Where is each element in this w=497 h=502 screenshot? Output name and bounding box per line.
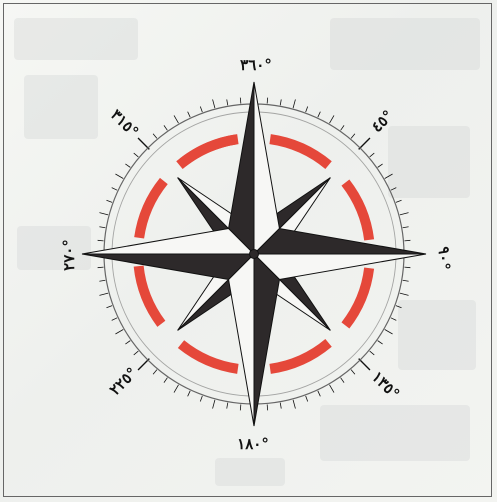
degree-tick (391, 318, 396, 321)
degree-tick (351, 134, 355, 139)
southwest-label: ٢٢٥° (106, 364, 141, 399)
degree-tick (164, 125, 167, 130)
degree-tick (396, 200, 402, 202)
red-direction-arc (270, 343, 328, 369)
main-rose-point-dark (229, 82, 254, 254)
degree-tick (306, 106, 308, 112)
degree-tick (115, 174, 123, 179)
main-rose-point-dark (254, 229, 426, 254)
degree-tick (240, 98, 241, 104)
degree-tick (341, 378, 344, 383)
degree-tick (306, 396, 308, 402)
degree-tick (174, 385, 179, 393)
west-label: ٢٧٠° (60, 239, 78, 271)
degree-tick (134, 153, 139, 157)
degree-tick (99, 227, 105, 228)
northwest-label: ٣١٥° (107, 106, 142, 141)
degree-tick (267, 98, 268, 104)
degree-tick (404, 240, 410, 241)
degree-tick (213, 99, 215, 108)
degree-tick (370, 351, 375, 355)
degree-tick (318, 391, 321, 396)
degree-tick (391, 188, 396, 191)
south-label: ١٨٠° (237, 435, 269, 453)
red-direction-arc (345, 183, 369, 240)
degree-tick (125, 164, 130, 167)
degree-tick (403, 227, 409, 228)
northeast-label: ٤٥° (368, 107, 397, 136)
degree-tick (280, 403, 281, 409)
main-rose-point-dark (82, 254, 254, 279)
degree-tick (351, 370, 355, 375)
degree-tick (188, 391, 191, 396)
red-direction-arc (181, 344, 238, 369)
main-rose-point-light (254, 82, 279, 254)
degree-tick (98, 240, 104, 241)
degree-tick (330, 385, 335, 393)
degree-tick (267, 404, 268, 410)
degree-tick (153, 370, 157, 375)
degree-tick (200, 396, 202, 402)
red-direction-arc (139, 266, 162, 324)
degree-tick (99, 293, 108, 295)
degree-tick (153, 134, 157, 139)
degree-tick (188, 112, 191, 117)
main-rose-point-light (254, 254, 426, 279)
degree-tick (293, 99, 295, 108)
degree-tick (378, 164, 383, 167)
compass-center-hub (250, 250, 259, 259)
degree-tick (240, 404, 241, 410)
degree-tick (125, 341, 130, 344)
degree-tick (396, 306, 402, 308)
degree-tick (106, 306, 112, 308)
degree-tick (378, 341, 383, 344)
degree-tick (106, 200, 112, 202)
degree-tick (99, 213, 108, 215)
degree-tick (98, 267, 104, 268)
degree-tick (164, 378, 167, 383)
red-direction-arc (183, 139, 238, 162)
southeast-label: ١٣٥° (368, 368, 403, 403)
degree-tick (200, 106, 202, 112)
red-direction-arc (270, 139, 328, 165)
degree-tick (400, 293, 409, 295)
degree-tick (99, 280, 105, 281)
degree-tick (385, 174, 393, 179)
north-label: ٣٦٠° (240, 56, 272, 74)
degree-tick (213, 400, 215, 409)
degree-tick (174, 115, 179, 123)
degree-tick (112, 318, 117, 321)
red-direction-arc (345, 268, 369, 325)
degree-tick (404, 267, 410, 268)
degree-tick (112, 188, 117, 191)
degree-tick (227, 403, 228, 409)
degree-tick (330, 115, 335, 123)
east-label: ٩٠° (435, 246, 453, 270)
main-rose-point-dark (254, 254, 279, 426)
degree-tick (280, 99, 281, 105)
degree-tick (403, 280, 409, 281)
degree-tick (370, 153, 375, 157)
degree-tick (400, 213, 409, 215)
main-rose-point-light (229, 254, 254, 426)
red-direction-arc (139, 181, 164, 238)
degree-tick (318, 112, 321, 117)
degree-tick (134, 351, 139, 355)
degree-tick (227, 99, 228, 105)
degree-tick (341, 125, 344, 130)
degree-tick (293, 400, 295, 409)
main-rose-point-light (82, 229, 254, 254)
degree-tick (115, 330, 123, 335)
degree-tick (385, 330, 393, 335)
